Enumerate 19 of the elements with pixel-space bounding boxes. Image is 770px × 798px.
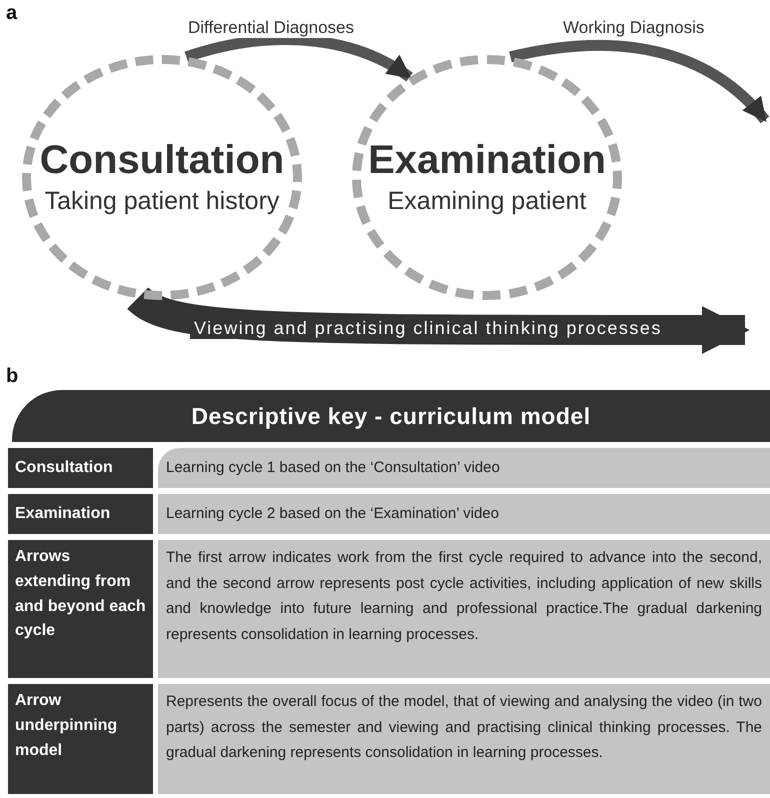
panel-letter: a xyxy=(6,2,18,25)
panel-letter: b xyxy=(6,365,18,388)
cycle-circle xyxy=(352,55,622,300)
table-cell: The first arrow indicates work from the first cycle required to advance into the second, and the second arrow represents post cycle activities, including application of new skills and knowledge into future learning and professional practice.The gradual darkening represents consolidation in learning processes. xyxy=(158,540,770,678)
table-cell: Examination xyxy=(8,494,153,534)
table-cell: Consultation xyxy=(8,448,153,488)
cycle-circle xyxy=(22,55,302,300)
cycle-title: Consultation xyxy=(40,138,284,182)
curved-arrow xyxy=(509,40,770,124)
wide-arrow xyxy=(128,286,750,354)
cycle-title: Examination xyxy=(368,138,606,182)
cycle-subtitle: Taking patient history xyxy=(44,186,280,217)
table-cell: Arrow underpinning model xyxy=(8,684,153,794)
table-cell: Represents the overall focus of the model, that of viewing and analysing the video (in two parts) across the semester and viewing and practising clinical thinking processes. The gradual darkening represents consolidation in learning processes. xyxy=(158,684,770,794)
cycle-subtitle: Examining patient xyxy=(388,186,586,217)
table-cell: Learning cycle 2 based on the ‘Examination’ video xyxy=(158,494,770,534)
table-cell: Learning cycle 1 based on the ‘Consultation’ video xyxy=(158,448,770,488)
table-cell: Arrows extending from and beyond each cycle xyxy=(8,540,153,678)
table-header: Descriptive key - curriculum model xyxy=(12,390,770,442)
